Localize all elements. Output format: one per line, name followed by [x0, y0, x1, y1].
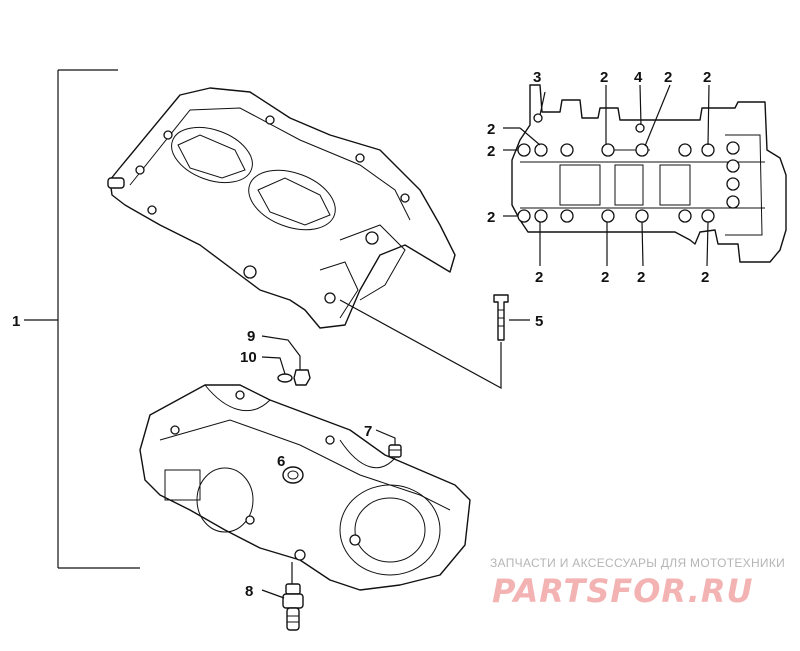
callout-5: 5 [535, 313, 543, 330]
callout-2: 2 [487, 143, 495, 160]
callout-2: 2 [487, 121, 495, 138]
callout-7: 7 [364, 423, 372, 440]
callout-2: 2 [703, 69, 711, 86]
callout-3: 3 [533, 69, 541, 86]
bolt-5 [493, 294, 509, 341]
nut-9 [293, 369, 311, 386]
callout-4: 4 [634, 69, 643, 86]
lower-crankcase [139, 384, 471, 591]
callout-1: 1 [12, 313, 20, 330]
callout-2: 2 [487, 209, 495, 226]
callout-2: 2 [701, 269, 709, 286]
callout-9: 9 [247, 328, 255, 345]
callout-labels: 1 3 2 4 2 2 2 2 2 2 2 2 2 5 9 10 7 6 8 [12, 69, 711, 600]
leader-bolt-5 [339, 299, 502, 390]
plug-7 [388, 444, 402, 458]
leader-lines [261, 84, 710, 599]
fitting-8 [282, 583, 304, 631]
callout-6: 6 [277, 453, 285, 470]
callout-10: 10 [240, 349, 257, 366]
watermark-logo: PARTSFOR.RU [492, 572, 754, 610]
washer-10 [277, 373, 293, 383]
callout-2: 2 [664, 69, 672, 86]
watermark-caption: ЗАПЧАСТИ И АКСЕССУАРЫ ДЛЯ МОТОТЕХНИКИ [490, 556, 786, 570]
callout-2: 2 [600, 69, 608, 86]
callout-8: 8 [245, 583, 253, 600]
upper-crankcase [107, 87, 456, 329]
callout-2: 2 [637, 269, 645, 286]
callout-2: 2 [601, 269, 609, 286]
callout-2: 2 [535, 269, 543, 286]
assembly-bracket [24, 69, 140, 569]
crankcase-top-view [511, 84, 787, 263]
